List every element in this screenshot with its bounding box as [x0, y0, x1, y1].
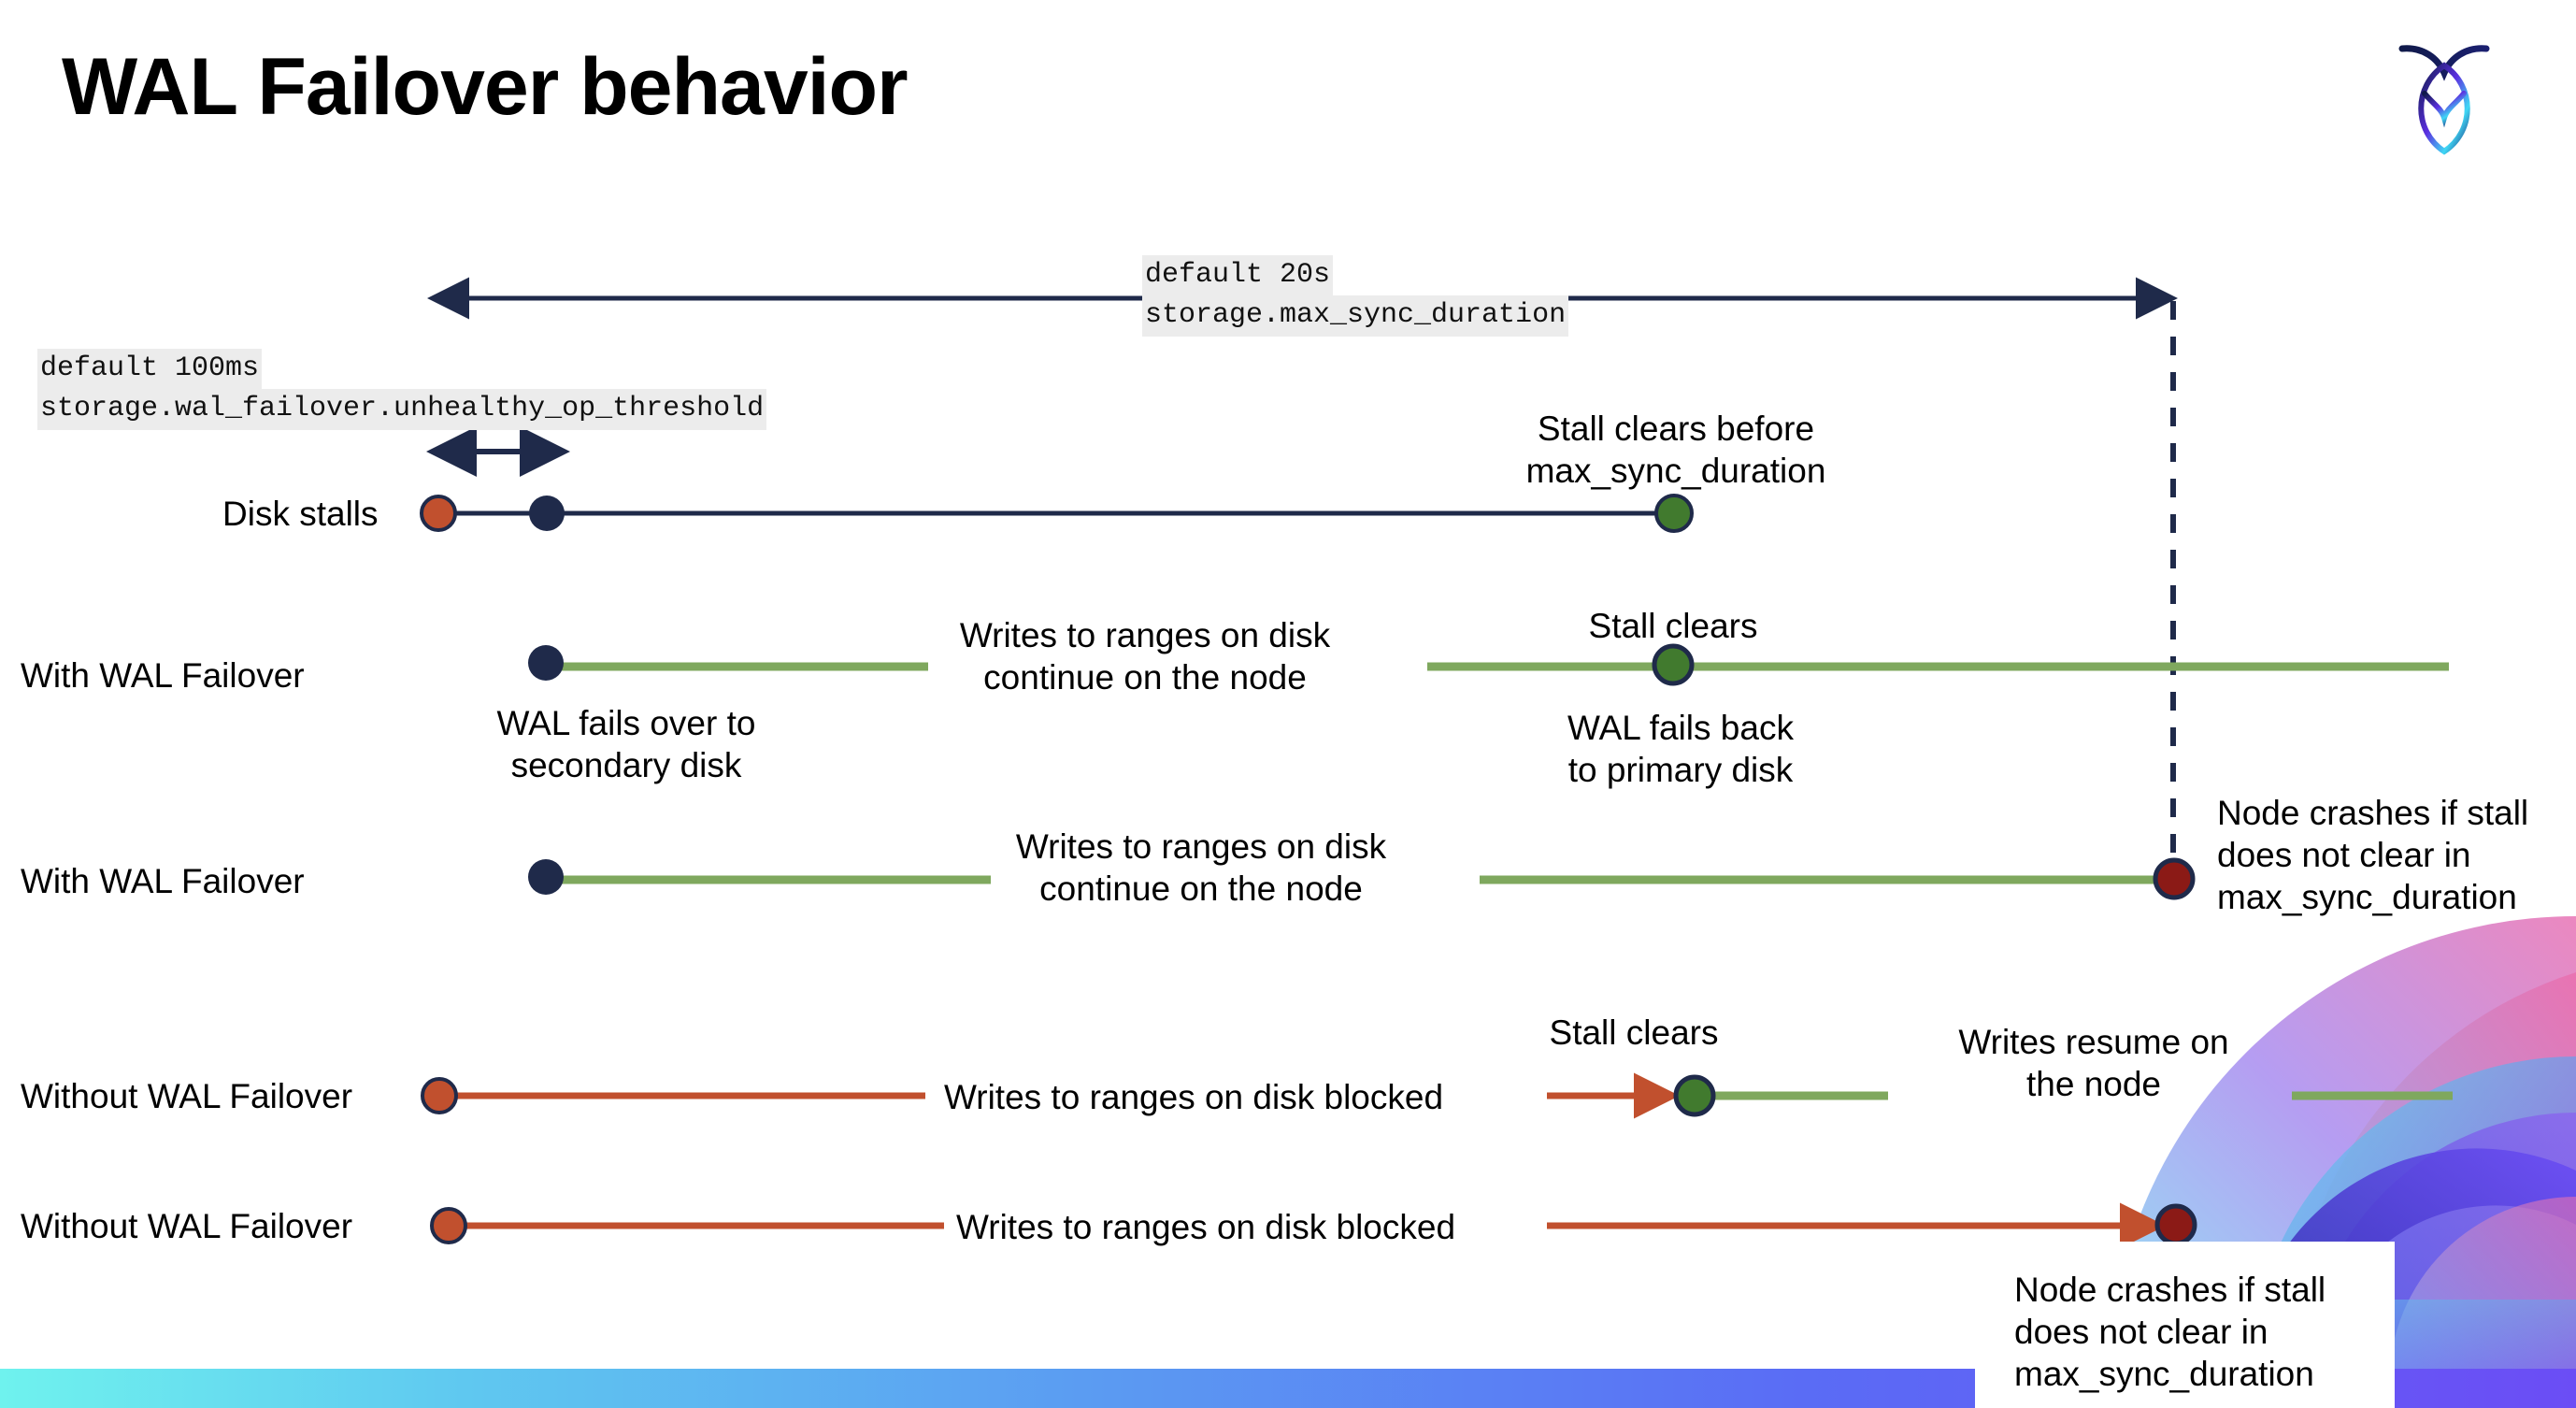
annot-writes-continue-1-line1: Writes to ranges on disk: [959, 616, 1331, 654]
callout-max-sync-duration: default 20s storage.max_sync_duration: [1142, 255, 1569, 337]
annot-writes-continue-2: Writes to ranges on disk continue on the…: [986, 826, 1416, 911]
annot-wal-fails-back-line2: to primary disk: [1567, 750, 1794, 789]
annot-node-crashes-2: Node crashes if stall does not clear in …: [2014, 1270, 2388, 1395]
page-title: WAL Failover behavior: [62, 42, 909, 132]
annot-node-crashes-1-line3: max_sync_duration: [2217, 877, 2517, 916]
annot-stall-clears-1-line1: Stall clears: [1588, 607, 1758, 645]
annot-node-crashes-1-line2: does not clear in: [2217, 835, 2471, 874]
row-label-disk-stalls: Disk stalls: [222, 495, 379, 533]
annot-node-crashes-1-line1: Node crashes if stall: [2217, 794, 2529, 832]
row-label-with-wal-failover-1: With WAL Failover: [21, 656, 305, 695]
annot-writes-resume-line2: the node: [2025, 1064, 2162, 1103]
annot-stall-clears-2-line1: Stall clears: [1549, 1013, 1719, 1052]
callout-unhealthy-op-line1: default 100ms: [37, 349, 263, 390]
bottom-note-card: [1975, 1242, 2395, 1408]
row-label-without-wal-failover-1: Without WAL Failover: [21, 1077, 353, 1115]
callout-max-sync-line1: default 20s: [1142, 255, 1334, 296]
annot-node-crashes-1: Node crashes if stall does not clear in …: [2217, 793, 2572, 918]
annot-node-crashes-2-line3: max_sync_duration: [2014, 1354, 2314, 1393]
annot-writes-continue-2-line1: Writes to ranges on disk: [1015, 827, 1387, 866]
annot-writes-continue-1: Writes to ranges on disk continue on the…: [935, 615, 1355, 699]
annot-node-crashes-2-line2: does not clear in: [2014, 1312, 2268, 1351]
annot-wal-fails-over-line2: secondary disk: [510, 745, 742, 784]
row-label-without-wal-failover-2: Without WAL Failover: [21, 1207, 353, 1245]
annot-wal-fails-back-line1: WAL fails back: [1567, 709, 1794, 747]
annot-wal-fails-over-line1: WAL fails over to: [496, 704, 756, 742]
annot-wal-fails-back: WAL fails back to primary disk: [1512, 708, 1849, 792]
annot-writes-blocked-2-line1: Writes to ranges on disk blocked: [956, 1208, 1456, 1246]
annot-stall-clears-2: Stall clears: [1494, 1013, 1774, 1055]
annot-stall-clears-1: Stall clears: [1533, 606, 1813, 648]
annot-stall-clears-before-line1: Stall clears before: [1537, 409, 1815, 448]
annot-stall-clears-before: Stall clears before max_sync_duration: [1494, 409, 1858, 493]
annot-stall-clears-before-line2: max_sync_duration: [1525, 451, 1826, 490]
annot-writes-blocked-1-line1: Writes to ranges on disk blocked: [944, 1078, 1444, 1116]
annot-writes-continue-2-line2: continue on the node: [1039, 869, 1363, 908]
annot-wal-fails-over: WAL fails over to secondary disk: [467, 703, 785, 787]
callout-unhealthy-op-threshold: default 100ms storage.wal_failover.unhea…: [37, 349, 767, 430]
annot-writes-continue-1-line2: continue on the node: [983, 657, 1307, 697]
cockroach-labs-logo-icon: [2393, 32, 2496, 163]
row-label-with-wal-failover-2: With WAL Failover: [21, 862, 305, 900]
annot-node-crashes-2-line1: Node crashes if stall: [2014, 1271, 2326, 1309]
annot-writes-blocked-2: Writes to ranges on disk blocked: [956, 1207, 1554, 1249]
annot-writes-blocked-1: Writes to ranges on disk blocked: [944, 1077, 1542, 1119]
callout-unhealthy-op-line2: storage.wal_failover.unhealthy_op_thresh…: [37, 389, 767, 430]
annot-writes-resume: Writes resume on the node: [1907, 1022, 2281, 1106]
callout-max-sync-line2: storage.max_sync_duration: [1142, 295, 1569, 337]
annot-writes-resume-line1: Writes resume on: [1958, 1023, 2229, 1061]
